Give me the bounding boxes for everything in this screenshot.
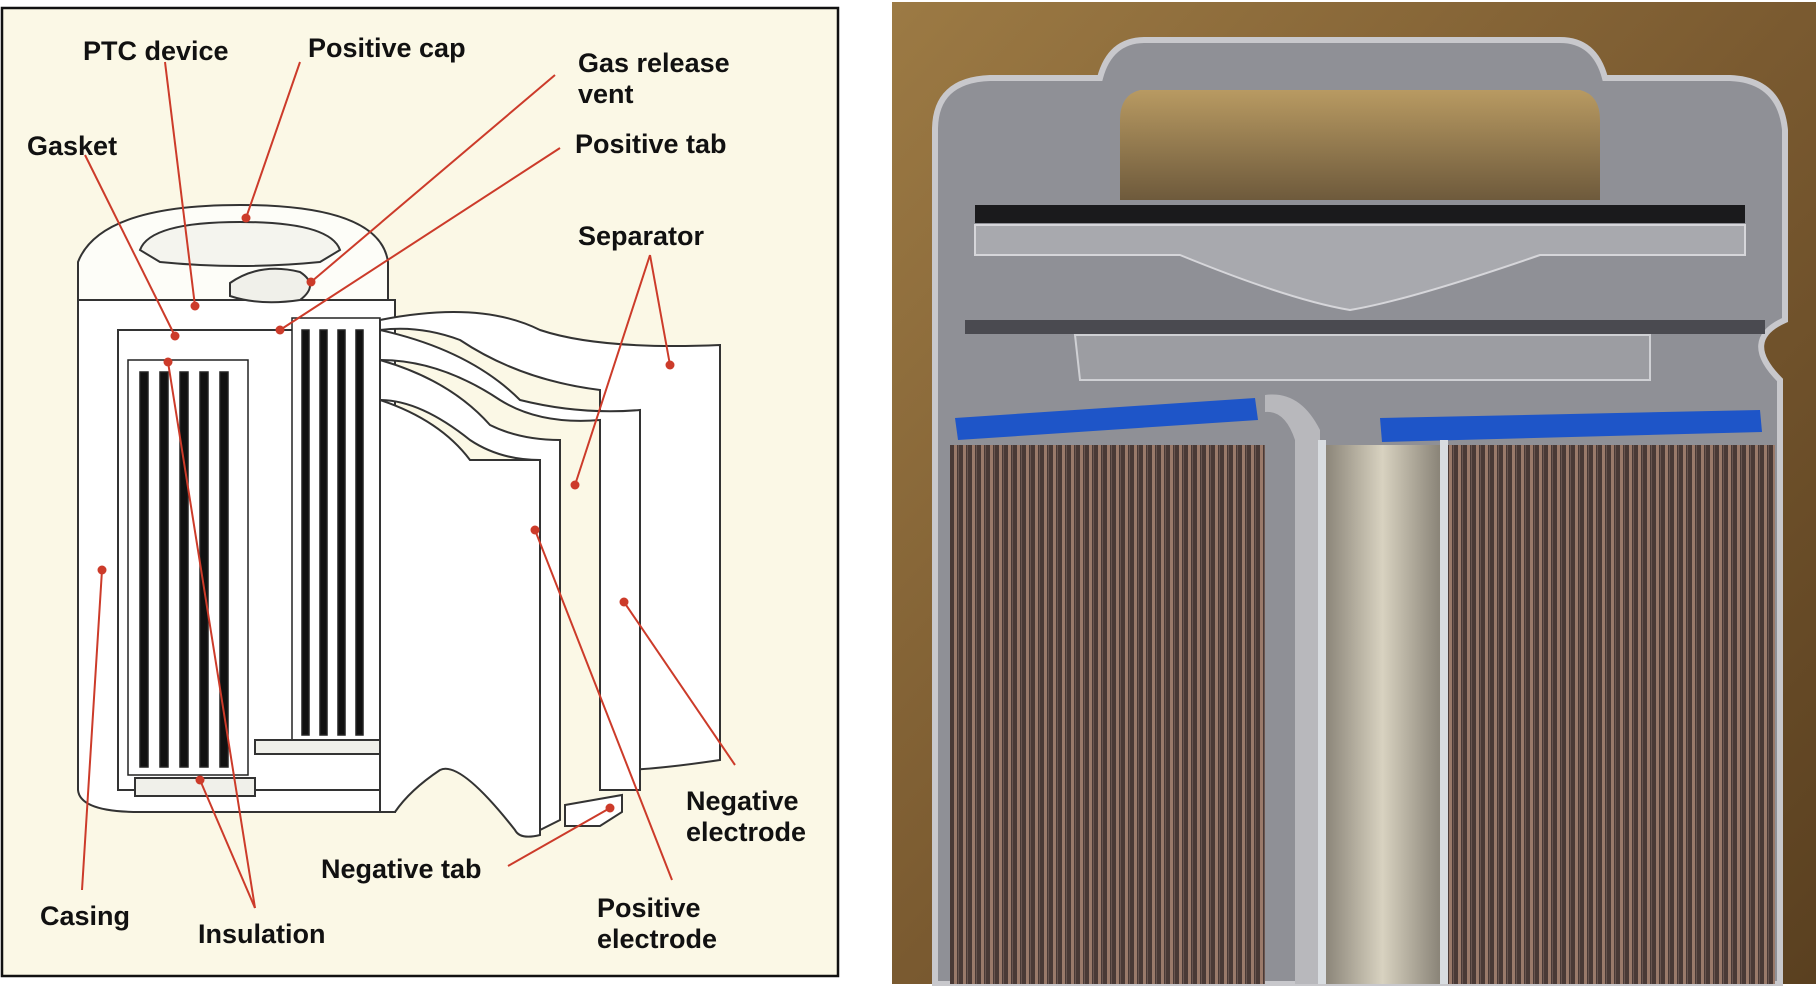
label-gas-release-vent-line1: Gas release — [578, 48, 730, 78]
label-positive-electrode-line2: electrode — [597, 924, 717, 954]
photo-electrode-stack-left — [950, 445, 1265, 984]
electrode-pack-left — [127, 359, 249, 776]
leader-gasket — [84, 154, 176, 337]
photo-center-pin — [1325, 445, 1440, 984]
photo-vent-plate — [974, 224, 1746, 312]
leader-insulation-a — [167, 361, 256, 909]
photo-center-pin-edge-right — [1440, 440, 1448, 984]
leader-negative-tab — [507, 807, 611, 867]
photo-insulation-band-left — [955, 398, 1258, 440]
photo-lower-plate — [1073, 334, 1651, 381]
photo-center-pin-edge-left — [1318, 440, 1326, 984]
positive-electrode-sheet — [379, 358, 561, 832]
label-positive-tab: Positive tab — [575, 129, 727, 159]
positive-cap-shape — [138, 220, 342, 267]
leader-separator-a — [574, 254, 651, 486]
cell-cutaway-drawing — [77, 203, 721, 838]
label-gasket: Gasket — [27, 131, 117, 161]
leader-negative-electrode — [623, 601, 736, 766]
leader-gas-release-vent — [310, 74, 556, 283]
vent-shape — [229, 267, 311, 304]
photo-insulation-band-right — [1380, 410, 1762, 442]
photo-electrode-stack-right — [1445, 445, 1775, 984]
label-ptc-device: PTC device — [83, 36, 229, 66]
leader-positive-cap — [245, 61, 301, 219]
leader-dots — [97, 213, 675, 813]
negative-electrode-sheet — [379, 328, 641, 791]
photo-center-tab-fold — [1265, 394, 1320, 984]
leader-lines — [81, 61, 736, 909]
part-labels: PTC device Positive cap Gas release vent… — [27, 33, 806, 954]
bottom-insulation-right — [254, 739, 381, 755]
photo-dark-gap — [975, 205, 1745, 223]
label-positive-electrode-line1: Positive — [597, 893, 701, 923]
negative-tab-shape — [564, 793, 623, 827]
photo-insulator-gap — [965, 320, 1765, 334]
bottom-insulation-shape — [134, 777, 256, 797]
label-negative-electrode-line2: electrode — [686, 817, 806, 847]
label-gas-release-vent-line2: vent — [578, 79, 634, 109]
label-insulation: Insulation — [198, 919, 326, 949]
label-separator: Separator — [578, 221, 705, 251]
leader-separator-b — [649, 254, 671, 366]
leader-casing — [81, 569, 103, 891]
label-negative-tab: Negative tab — [321, 854, 482, 884]
front-sheet — [379, 398, 541, 838]
electrode-pack-right — [291, 317, 381, 744]
schematic-panel: PTC device Positive cap Gas release vent… — [0, 6, 840, 978]
cross-section-photo-panel — [892, 2, 1816, 986]
leader-ptc-device — [164, 61, 196, 307]
label-negative-electrode-line1: Negative — [686, 786, 799, 816]
label-positive-cap: Positive cap — [308, 33, 466, 63]
leader-insulation-b — [199, 779, 256, 909]
leader-positive-electrode — [534, 529, 673, 881]
label-casing: Casing — [40, 901, 130, 931]
leader-positive-tab — [279, 147, 561, 331]
photo-cap-cavity — [1120, 90, 1600, 200]
